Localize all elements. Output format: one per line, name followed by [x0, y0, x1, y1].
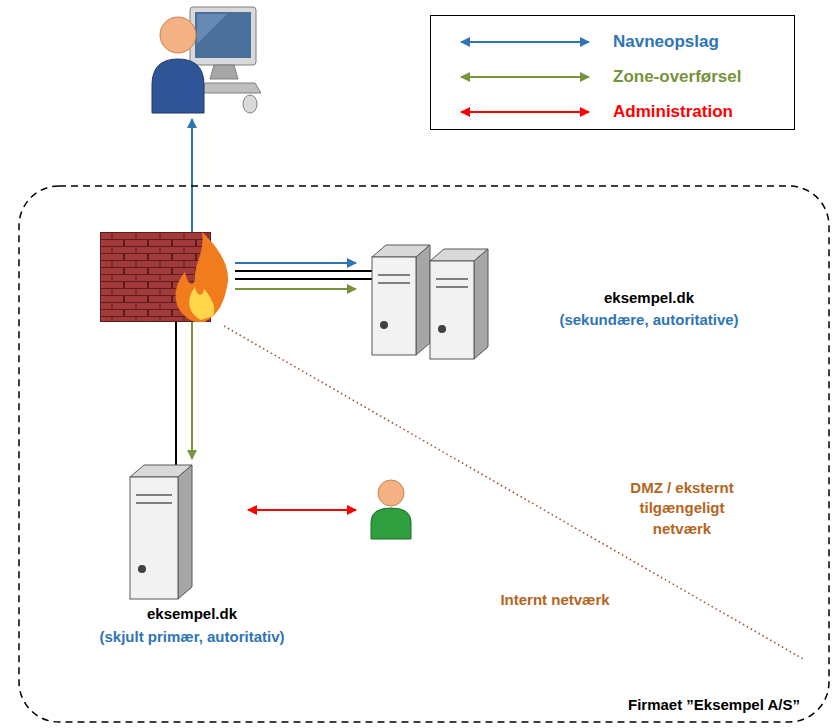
legend-sample: [431, 34, 601, 50]
connector: [235, 278, 372, 280]
primary-server: eksempel.dk(skjult primær, autoritativ): [128, 465, 198, 600]
connector: [175, 322, 177, 465]
network-zone-label: Internt netværk: [480, 590, 630, 610]
connector: [191, 119, 193, 232]
company-boundary: Firmaet ”Eksempel A/S”eksempel.dk(sekund…: [18, 185, 830, 723]
legend-entry: Administration: [431, 96, 794, 127]
legend-sample: [431, 69, 601, 85]
connector: [235, 288, 356, 290]
legend-text: Navneopslag: [613, 32, 719, 52]
administrator: [370, 478, 412, 540]
legend-entry: Navneopslag: [431, 26, 794, 57]
firewall: [100, 232, 235, 322]
legend-entry: Zone-overførsel: [431, 61, 794, 92]
firewall-icon: [100, 232, 235, 322]
secondary-servers: eksempel.dk(sekundære, autoritative): [372, 245, 497, 360]
company-name: Firmaet ”Eksempel A/S”: [628, 696, 800, 715]
server-name: eksempel.dk: [539, 289, 759, 308]
legend-text: Administration: [613, 102, 733, 122]
server-role: (skjult primær, autoritativ): [2, 628, 382, 647]
legend-text: Zone-overførsel: [613, 67, 741, 87]
connector: [235, 262, 356, 264]
legend-sample: [431, 104, 601, 120]
connector: [191, 322, 193, 459]
primary-server-icon: [128, 465, 198, 600]
user-computer-icon: [150, 5, 260, 115]
connector: [235, 270, 372, 272]
network-divider: [224, 326, 805, 660]
legend-box: NavneopslagZone-overførselAdministration: [430, 15, 795, 130]
user-computer: [150, 5, 260, 115]
connector: [248, 509, 356, 511]
server-name: eksempel.dk: [2, 605, 382, 624]
network-zone-label: DMZ / eksternt tilgængeligt netværk: [617, 478, 747, 539]
server-role: (sekundære, autoritative): [539, 311, 759, 330]
secondary-servers-icon: [372, 245, 497, 360]
administrator-icon: [370, 478, 412, 540]
